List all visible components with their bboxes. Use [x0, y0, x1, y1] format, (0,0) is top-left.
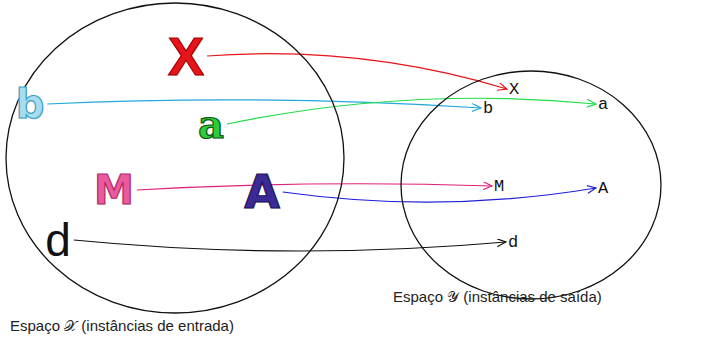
letter-instance: a: [198, 104, 224, 144]
letter-instance: d: [45, 217, 71, 263]
letter-text: M: [494, 178, 504, 195]
letter-instance: M: [94, 170, 134, 210]
mapping-arrow: [137, 184, 492, 190]
mapping-arrow: [74, 240, 506, 251]
letter-text: a: [198, 104, 224, 144]
circle-outline: [401, 71, 661, 299]
letter-instance: a: [598, 96, 608, 113]
letter-text: b: [483, 100, 493, 117]
circle-outline: [400, 70, 662, 300]
letter-text: A: [244, 169, 280, 215]
letter-text: a: [598, 96, 608, 113]
space-circle: Espaço 𝒴 (instâncias de saída)XbaMAd: [400, 70, 662, 300]
letter-text: M: [94, 170, 134, 210]
letter-text: b: [16, 84, 45, 124]
letter-text: X: [168, 29, 204, 83]
mapping-arrow: [207, 54, 507, 89]
letter-text: A: [598, 180, 608, 197]
letter-instance: X: [168, 29, 204, 83]
letter-text: d: [508, 234, 518, 251]
circle-outline: [6, 3, 344, 313]
letter-instance: d: [508, 234, 518, 251]
letter-instance: A: [598, 180, 608, 197]
mapping-arrow: [47, 100, 481, 108]
letter-text: d: [45, 217, 71, 263]
letter-instance: A: [244, 169, 280, 215]
space-label: Espaço 𝒴 (instâncias de saída): [393, 288, 602, 306]
letter-instance: X: [509, 81, 519, 98]
space-circle: Espaço 𝒳 (instâncias de entrada)XbaMAd: [5, 2, 345, 314]
letter-instance: M: [494, 178, 504, 195]
mapping-arrow: [283, 188, 596, 202]
letter-text: X: [509, 81, 519, 98]
letter-instance: b: [16, 84, 45, 124]
mapping-arrow: [227, 98, 596, 124]
space-label: Espaço 𝒳 (instâncias de entrada): [10, 317, 234, 335]
letter-instance: b: [483, 100, 493, 117]
